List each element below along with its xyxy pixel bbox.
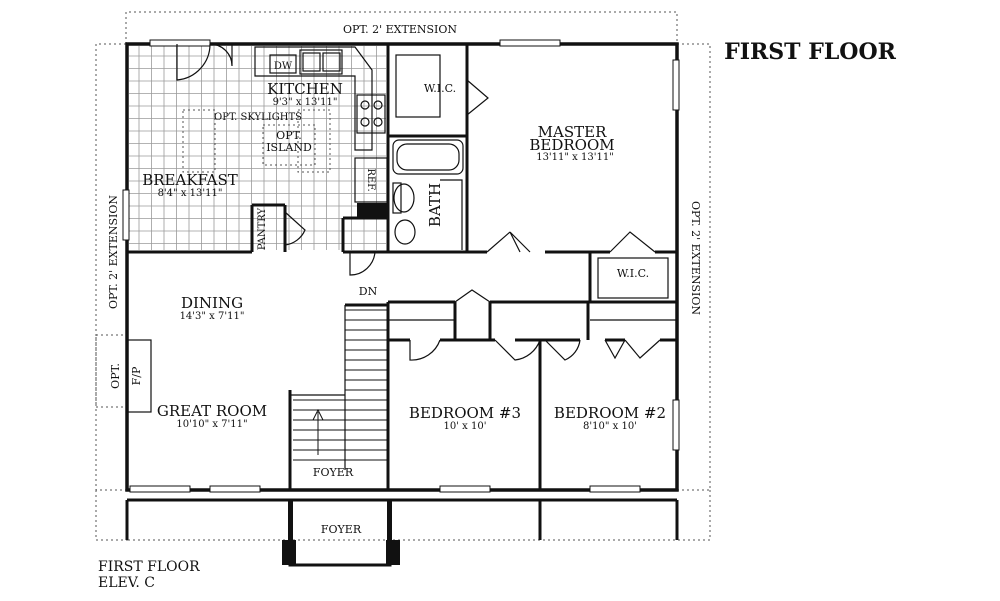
master-dim: 13'11" x 13'11" bbox=[536, 152, 614, 163]
staircase bbox=[293, 309, 388, 461]
plan-title: FIRST FLOOR bbox=[724, 39, 897, 65]
refrigerator bbox=[354, 157, 388, 203]
footer-line-1: FIRST FLOOR bbox=[98, 559, 200, 575]
kitchen-name: KITCHEN bbox=[267, 80, 343, 98]
skylights-label: OPT. SKYLIGHTS bbox=[214, 112, 302, 123]
kitchen-dim: 9'3" x 13'11" bbox=[273, 97, 338, 108]
dining-dim: 14'3" x 7'11" bbox=[180, 311, 245, 322]
bedroom3-dim: 10' x 10' bbox=[444, 421, 487, 432]
opt-island bbox=[262, 124, 316, 166]
kitchen-fixtures bbox=[182, 46, 388, 203]
breakfast-dim: 8'4" x 13'11" bbox=[158, 188, 223, 199]
dn-label: DN bbox=[359, 285, 378, 298]
porch-posts bbox=[288, 500, 392, 540]
dining-name: DINING bbox=[181, 294, 243, 312]
bath-fixtures bbox=[392, 54, 669, 299]
foyer-inner-label: FOYER bbox=[313, 466, 354, 479]
wic-right-label: W.I.C. bbox=[617, 267, 649, 280]
great-room-name: GREAT ROOM bbox=[157, 402, 267, 420]
foyer-porch-label: FOYER bbox=[321, 523, 362, 536]
breakfast-name: BREAKFAST bbox=[142, 171, 238, 189]
pantry-label: PANTRY bbox=[257, 207, 268, 250]
great-room-dim: 10'10" x 7'11" bbox=[176, 419, 247, 430]
extension-top-label: OPT. 2' EXTENSION bbox=[343, 23, 457, 36]
bedroom3-name: BEDROOM #3 bbox=[409, 404, 521, 422]
cooktop bbox=[356, 94, 386, 134]
extension-left-label: OPT. 2' EXTENSION bbox=[107, 195, 120, 309]
wic-top-label: W.I.C. bbox=[424, 82, 456, 95]
interior-walls bbox=[127, 44, 677, 490]
opt-fp-label: OPT. bbox=[109, 363, 122, 389]
footer-line-2: ELEV. C bbox=[98, 575, 155, 591]
bedroom2-name: BEDROOM #2 bbox=[554, 404, 666, 422]
bedroom2-dim: 8'10" x 10' bbox=[583, 421, 637, 432]
skylight-right bbox=[297, 109, 331, 173]
master-name-2: BEDROOM bbox=[529, 136, 614, 154]
extension-right-label: OPT. 2' EXTENSION bbox=[689, 201, 702, 315]
ref-label: REF. bbox=[365, 168, 376, 191]
master-name-1: MASTER bbox=[538, 123, 607, 141]
island-label-1: OPT. bbox=[276, 129, 302, 142]
fp-label: F/P bbox=[130, 366, 143, 385]
fireplace bbox=[126, 339, 152, 413]
bath-label: BATH bbox=[426, 183, 444, 227]
skylight-left bbox=[182, 109, 216, 173]
exterior-walls bbox=[122, 39, 680, 567]
island-label-2: ISLAND bbox=[266, 141, 312, 154]
dw-label: DW bbox=[274, 61, 293, 72]
dishwasher bbox=[269, 54, 297, 74]
doors bbox=[176, 43, 661, 361]
